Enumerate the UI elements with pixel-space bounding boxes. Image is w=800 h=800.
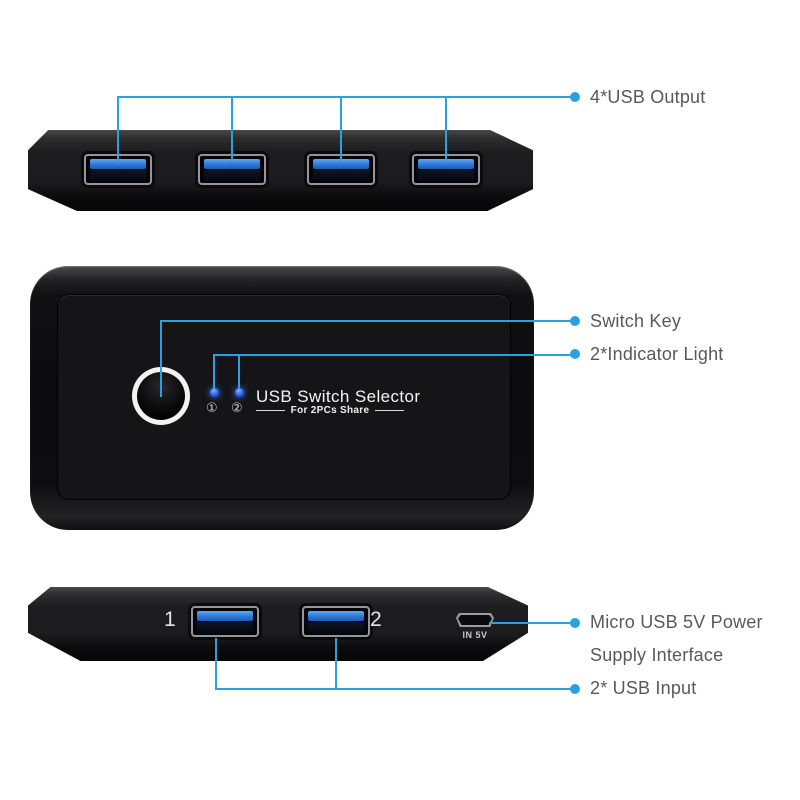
- usb-port-tongue: [313, 159, 369, 169]
- usb-port-tongue: [90, 159, 146, 169]
- usb-port-tongue: [418, 159, 474, 169]
- subtitle-dash: [256, 410, 285, 411]
- power-port-label: IN 5V: [462, 630, 488, 640]
- input-port-number-2: 2: [370, 608, 382, 631]
- callout-label-power-line1: Micro USB 5V Power: [590, 612, 763, 632]
- panel-title: USB Switch Selector: [256, 387, 421, 406]
- callout-line: [215, 638, 217, 690]
- callout-label-switch-key: Switch Key: [590, 311, 682, 331]
- callout-label-power-line2: Supply Interface: [590, 645, 724, 665]
- callout-label-usb-output: 4*USB Output: [590, 87, 706, 107]
- subtitle-text: For 2PCs Share: [290, 405, 370, 416]
- panel-subtitle: For 2PCs Share: [256, 405, 404, 416]
- indicator-led-1: [210, 388, 219, 397]
- callout-label-indicator-light: 2*Indicator Light: [590, 344, 724, 364]
- indicator-number-2: ②: [231, 401, 243, 416]
- callout-dot: [570, 92, 580, 102]
- usb-port-tongue: [308, 611, 364, 621]
- callout-line: [213, 354, 571, 356]
- indicator-number-1: ①: [206, 401, 218, 416]
- callout-line: [335, 638, 337, 690]
- indicator-led-2: [235, 388, 244, 397]
- subtitle-dash: [375, 410, 404, 411]
- callout-line: [117, 96, 571, 98]
- callout-line: [160, 320, 571, 322]
- callout-line: [238, 355, 240, 389]
- usb-input-port-1-icon: [191, 606, 259, 637]
- callout-label-usb-input: 2* USB Input: [590, 678, 697, 698]
- usb-port-cavity: [90, 170, 146, 181]
- callout-line: [489, 622, 571, 624]
- callout-line: [213, 355, 215, 389]
- usb-port-cavity: [204, 170, 260, 181]
- micro-usb-port-icon: [456, 613, 494, 627]
- callout-dot: [570, 316, 580, 326]
- callout-line: [231, 96, 233, 162]
- callout-line: [117, 96, 119, 164]
- usb-port-cavity: [308, 622, 364, 633]
- callout-line: [445, 96, 447, 162]
- callout-line: [160, 321, 162, 397]
- callout-dot: [570, 349, 580, 359]
- callout-dot: [570, 618, 580, 628]
- micro-usb-port-cavity: [458, 615, 492, 625]
- input-port-number-1: 1: [164, 608, 176, 631]
- usb-port-cavity: [418, 170, 474, 181]
- usb-port-cavity: [197, 622, 253, 633]
- usb-port-cavity: [313, 170, 369, 181]
- callout-line: [340, 96, 342, 162]
- usb-port-tongue: [197, 611, 253, 621]
- usb-port-tongue: [204, 159, 260, 169]
- usb-hub-front-view: [28, 587, 528, 661]
- callout-dot: [570, 684, 580, 694]
- callout-line: [215, 688, 571, 690]
- usb-input-port-2-icon: [302, 606, 370, 637]
